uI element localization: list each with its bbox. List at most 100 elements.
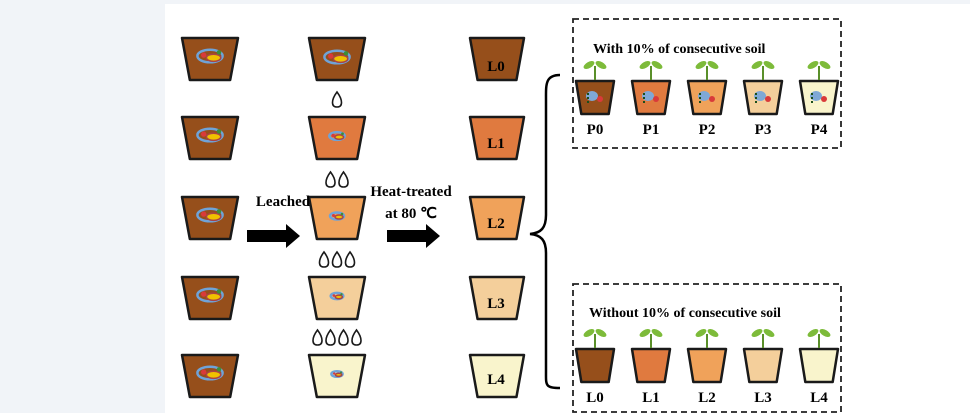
seedling-with-2-leaf: [706, 59, 719, 70]
leached-pot-0: [309, 38, 365, 80]
microbe-cell: [206, 213, 220, 220]
treatment-label-l0: L0: [471, 59, 521, 76]
microbe-cell: [335, 373, 341, 376]
water-drop: [320, 252, 329, 267]
box-without-title: Without 10% of consecutive soil: [589, 306, 781, 322]
microbe-blob: [698, 91, 710, 101]
pot-without-1-body: [632, 349, 670, 382]
seedling-without-3: [750, 327, 775, 348]
pot-with-4: [800, 81, 838, 114]
leach-arrow-head: [286, 224, 300, 248]
water-drop: [326, 172, 335, 187]
heat-arrow-head: [426, 224, 440, 248]
source-pot-3: [182, 277, 238, 319]
microbe-blob: [586, 91, 598, 101]
seedling-without-0-leaf: [582, 327, 595, 338]
microbe-dot: [217, 209, 222, 214]
microbe-dot: [344, 51, 349, 56]
microbe-dot: [341, 132, 344, 135]
seedling-with-0-leaf: [594, 59, 607, 70]
figure-canvas: Leached Heat-treated at 80 ℃ With 10% of…: [165, 4, 970, 413]
seedling-without-2-leaf: [694, 327, 707, 338]
water-drop: [333, 252, 342, 267]
bracket-brace: [530, 75, 560, 388]
leached-label: Leached: [243, 194, 323, 211]
pot-label-p1: P1: [636, 122, 666, 139]
seedling-without-1-leaf: [650, 327, 663, 338]
treatment-label-l3: L3: [471, 296, 521, 313]
seedling-with-4-leaf: [806, 59, 819, 70]
microbe-dot: [765, 96, 771, 102]
microbe-cell: [333, 55, 347, 62]
seedling-with-4-leaf: [818, 59, 831, 70]
microbe-dot: [332, 134, 335, 137]
microbe-dot: [201, 52, 206, 57]
microbe-dot: [217, 289, 222, 294]
microbe-dot: [201, 211, 206, 216]
seedling-without-3-leaf: [750, 327, 763, 338]
microbe-blob: [754, 91, 766, 101]
pot-without-2-body: [688, 349, 726, 382]
pot-without-4-body: [800, 349, 838, 382]
microbe-dot: [328, 53, 333, 58]
pot-without-4: [800, 349, 838, 382]
seedling-with-2: [694, 59, 719, 80]
treatment-label-l4: L4: [471, 372, 521, 389]
seedling-with-1-leaf: [650, 59, 663, 70]
pot-with-2: [688, 81, 726, 114]
heat-label-line2: at 80 ℃: [361, 204, 461, 223]
microbe-cell: [335, 295, 342, 299]
seedling-without-4-leaf: [818, 327, 831, 338]
seedling-without-3-leaf: [762, 327, 775, 338]
microbe-dot: [597, 96, 603, 102]
bottom-label-l4: L4: [804, 390, 834, 407]
seedling-without-4: [806, 327, 831, 348]
microbe-cell: [335, 215, 343, 219]
seedling-without-1: [638, 327, 663, 348]
pot-without-3-body: [744, 349, 782, 382]
microbe-cell: [206, 371, 220, 378]
source-pot-4: [182, 355, 238, 397]
microbe-dot: [821, 96, 827, 102]
treatment-label-l1: L1: [471, 136, 521, 153]
microbe-dot: [333, 294, 336, 297]
seedling-with-0-leaf: [582, 59, 595, 70]
pot-without-0-body: [576, 349, 614, 382]
pot-with-1: [632, 81, 670, 114]
microbe-dot: [333, 372, 335, 374]
microbe-dot: [332, 214, 335, 217]
leached-pot-1: [309, 117, 365, 159]
water-drop: [346, 252, 355, 267]
microbe-dot: [653, 96, 659, 102]
source-pot-0: [182, 38, 238, 80]
pot-without-1: [632, 349, 670, 382]
water-drop: [339, 330, 348, 345]
seedling-with-3: [750, 59, 775, 80]
heat-arrow-shaft: [387, 230, 428, 242]
microbe-cell: [206, 133, 220, 140]
source-pot-2: [182, 197, 238, 239]
water-drop: [313, 330, 322, 345]
heat-label-line1: Heat-treated: [361, 184, 461, 201]
water-drop: [333, 92, 342, 107]
water-drop: [339, 172, 348, 187]
seedling-without-2-leaf: [706, 327, 719, 338]
pot-label-p0: P0: [580, 122, 610, 139]
leach-arrow-shaft: [247, 230, 288, 242]
source-pot-1: [182, 117, 238, 159]
treatment-label-l2: L2: [471, 216, 521, 233]
pot-label-p4: P4: [804, 122, 834, 139]
seedling-with-1-leaf: [638, 59, 651, 70]
seedling-without-1-leaf: [638, 327, 651, 338]
leach-arrow: [247, 224, 300, 248]
water-drop: [352, 330, 361, 345]
microbe-dot: [201, 369, 206, 374]
leached-pot-3: [309, 277, 365, 319]
pot-without-2: [688, 349, 726, 382]
seedling-without-2: [694, 327, 719, 348]
water-drop: [326, 330, 335, 345]
seedling-with-1: [638, 59, 663, 80]
microbe-cell: [206, 293, 220, 300]
pot-with-3: [744, 81, 782, 114]
seedling-without-0: [582, 327, 607, 348]
